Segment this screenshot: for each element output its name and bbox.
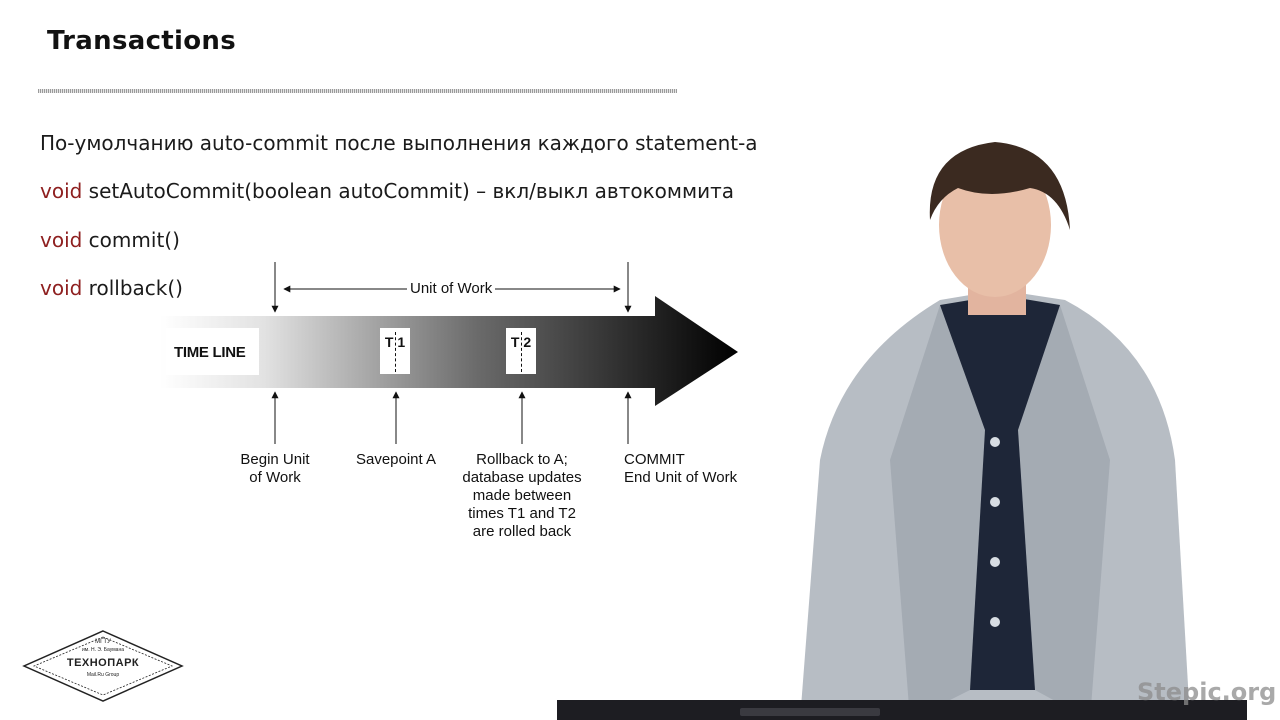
t1-marker: T 1 (380, 328, 410, 374)
timeline-label-box (166, 328, 259, 375)
rollback-label: Rollback to A; database updates made bet… (462, 451, 582, 540)
t2-label: T 2 (510, 334, 532, 350)
commit-label: COMMIT End Unit of Work (624, 451, 738, 486)
presenter-desk (557, 700, 1247, 720)
text-line-autocommit-default: По-умолчанию auto-commit после выполнени… (40, 131, 758, 155)
timeline-graphic (160, 262, 738, 444)
t1-label: T 1 (384, 334, 406, 350)
begin-unit-label: Begin Unit of Work (240, 451, 310, 486)
text-line-commit: void commit() (40, 228, 180, 252)
stepic-watermark: Stepic.org (1137, 678, 1277, 706)
text-line-set-autocommit: void setAutoCommit(boolean autoCommit) –… (40, 179, 734, 203)
text-line-rollback: void rollback() (40, 276, 183, 300)
title-divider (38, 89, 677, 93)
savepoint-label: Savepoint A (355, 451, 437, 468)
transaction-timeline-diagram: TIME LINE Unit of Work T 1 T 2 Begin Uni… (160, 258, 760, 558)
unit-of-work-label: Unit of Work (407, 280, 496, 297)
technopark-logo: МГТУ им. Н. Э. Баумана ТЕХНОПАРК Mail.Ru… (22, 629, 184, 703)
keyword-void: void (40, 276, 83, 300)
keyword-void: void (40, 179, 83, 203)
keyword-void: void (40, 228, 83, 252)
timeline-label: TIME LINE (174, 344, 246, 361)
desk-panel (740, 708, 880, 716)
presenter-image (800, 142, 1190, 720)
t2-marker: T 2 (506, 328, 536, 374)
timeline-arrow (160, 296, 738, 406)
slide-title: Transactions (47, 26, 236, 56)
